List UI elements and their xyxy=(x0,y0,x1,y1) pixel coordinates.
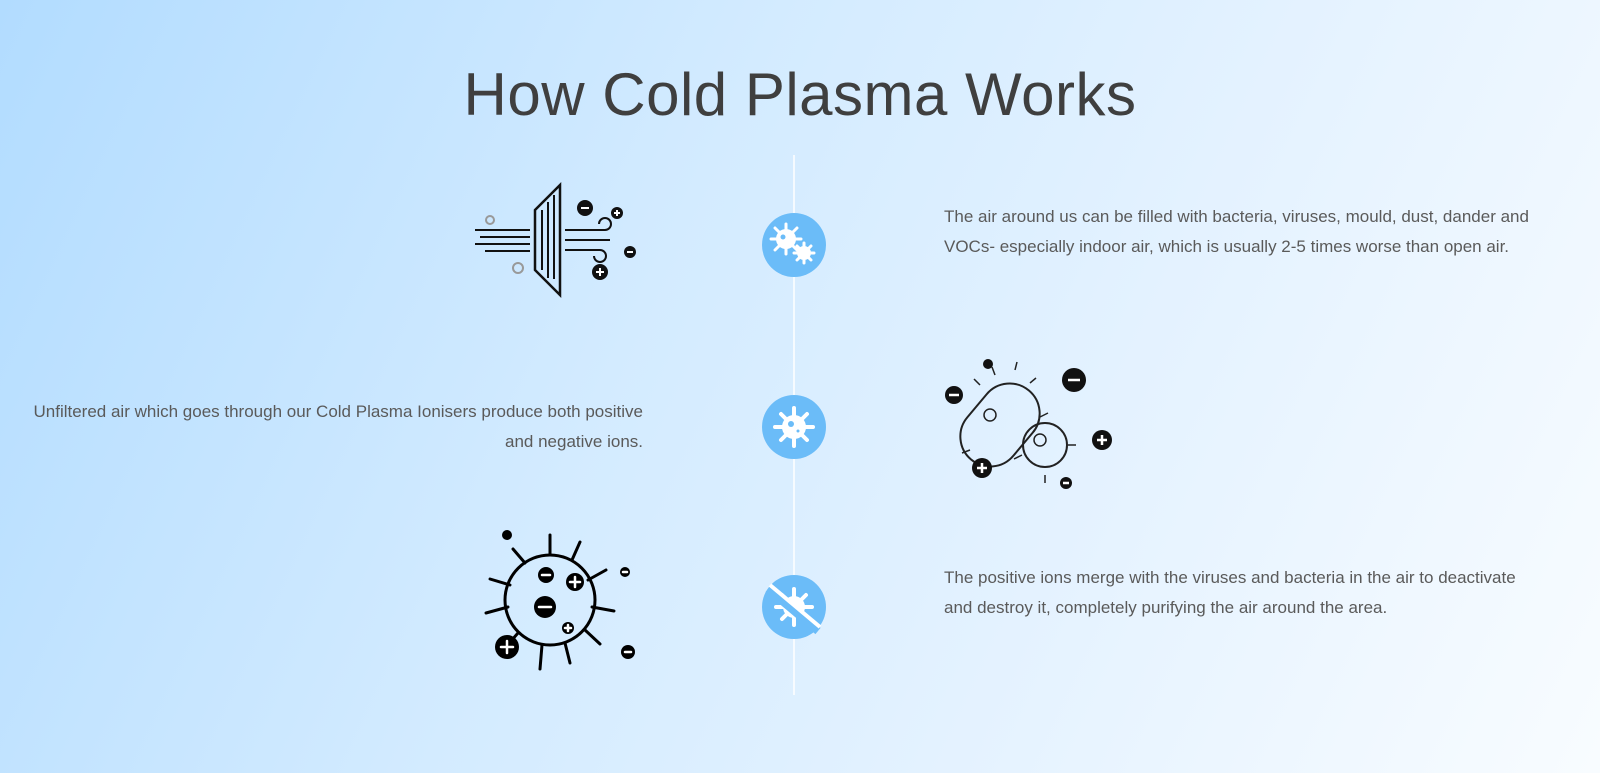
no-virus-icon xyxy=(765,583,822,635)
bacteria-ions-illustration xyxy=(945,359,1112,489)
step-1-text: The air around us can be filled with bac… xyxy=(944,207,1529,256)
step-3-text: The positive ions merge with the viruses… xyxy=(944,568,1516,617)
step-2-text: Unfiltered air which goes through our Co… xyxy=(33,402,644,451)
step-1-node xyxy=(762,213,826,277)
virus-icon xyxy=(773,406,815,448)
step-3-node xyxy=(762,575,826,639)
air-filter-illustration xyxy=(475,181,636,299)
page-title: How Cold Plasma Works xyxy=(463,61,1137,128)
step-2-node xyxy=(762,395,826,459)
virus-ions-illustration xyxy=(484,530,635,671)
germs-icon xyxy=(769,222,816,265)
